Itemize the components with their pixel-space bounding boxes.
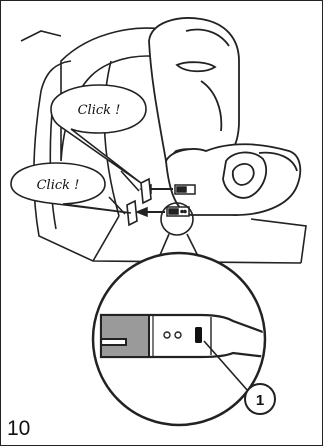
indicator-hole-2 bbox=[175, 332, 181, 338]
isofix-anchor-points bbox=[109, 171, 151, 225]
callout-1-number: 1 bbox=[256, 392, 264, 409]
indicator-hole-1 bbox=[164, 332, 170, 338]
child-car-seat bbox=[149, 18, 300, 215]
step-number: 10 bbox=[7, 417, 30, 441]
latch-tip bbox=[101, 315, 149, 357]
speech-bubble-lower: Click ! bbox=[11, 163, 131, 213]
lock-indicator bbox=[195, 327, 202, 343]
speech-bubble-upper-text: Click ! bbox=[78, 103, 121, 118]
speech-bubble-lower-text: Click ! bbox=[37, 178, 80, 193]
